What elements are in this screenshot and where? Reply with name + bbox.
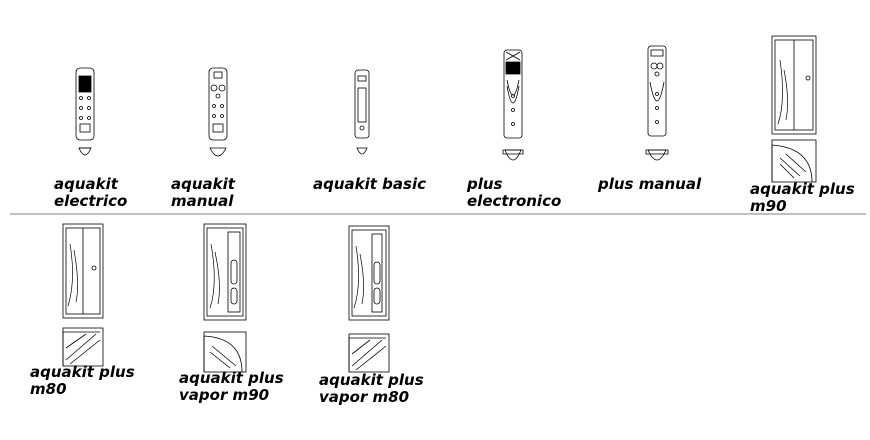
label-line-1: aquakit	[171, 175, 235, 193]
label-line-2: m80	[30, 380, 67, 398]
label-aquakit-plus-vapor-m80: aquakit plus vapor m80	[319, 372, 424, 406]
label-line-2: m90	[750, 197, 787, 215]
shower-cabin-aquakit-plus-vapor-m80	[348, 225, 390, 373]
label-line-1: aquakit plus	[30, 363, 135, 381]
label-aquakit-manual: aquakit manual	[171, 176, 235, 210]
label-line-1: aquakit plus	[179, 369, 284, 387]
label-plus-electronico: plus electronico	[467, 176, 561, 210]
label-aquakit-electrico: aquakit electrico	[54, 176, 127, 210]
label-line-1: plus manual	[598, 175, 702, 193]
label-aquakit-plus-m80: aquakit plus m80	[30, 364, 135, 398]
label-aquakit-plus-vapor-m90: aquakit plus vapor m90	[179, 370, 284, 404]
label-aquakit-plus-m90: aquakit plus m90	[750, 181, 855, 215]
label-line-1: aquakit basic	[313, 175, 426, 193]
shower-column-plus-electronico	[502, 49, 524, 161]
label-line-2: electronico	[467, 192, 562, 210]
label-plus-manual: plus manual	[598, 176, 701, 193]
shower-column-aquakit-electrico	[75, 67, 95, 156]
label-line-2: electrico	[54, 192, 128, 210]
label-line-1: aquakit plus	[750, 180, 855, 198]
shower-cabin-aquakit-plus-m90	[771, 35, 817, 183]
label-line-1: aquakit	[54, 175, 118, 193]
shower-cabin-aquakit-plus-vapor-m90	[203, 223, 247, 373]
label-line-2: manual	[171, 192, 234, 210]
shower-column-aquakit-basic	[354, 69, 370, 155]
shower-cabin-aquakit-plus-m80	[62, 223, 104, 367]
label-line-1: aquakit plus	[319, 371, 424, 389]
label-aquakit-basic: aquakit basic	[313, 176, 426, 193]
shower-column-aquakit-manual	[208, 67, 228, 157]
shower-column-plus-manual	[645, 45, 669, 161]
label-line-2: vapor m90	[179, 386, 270, 404]
label-line-1: plus	[467, 175, 503, 193]
label-line-2: vapor m80	[319, 388, 410, 406]
